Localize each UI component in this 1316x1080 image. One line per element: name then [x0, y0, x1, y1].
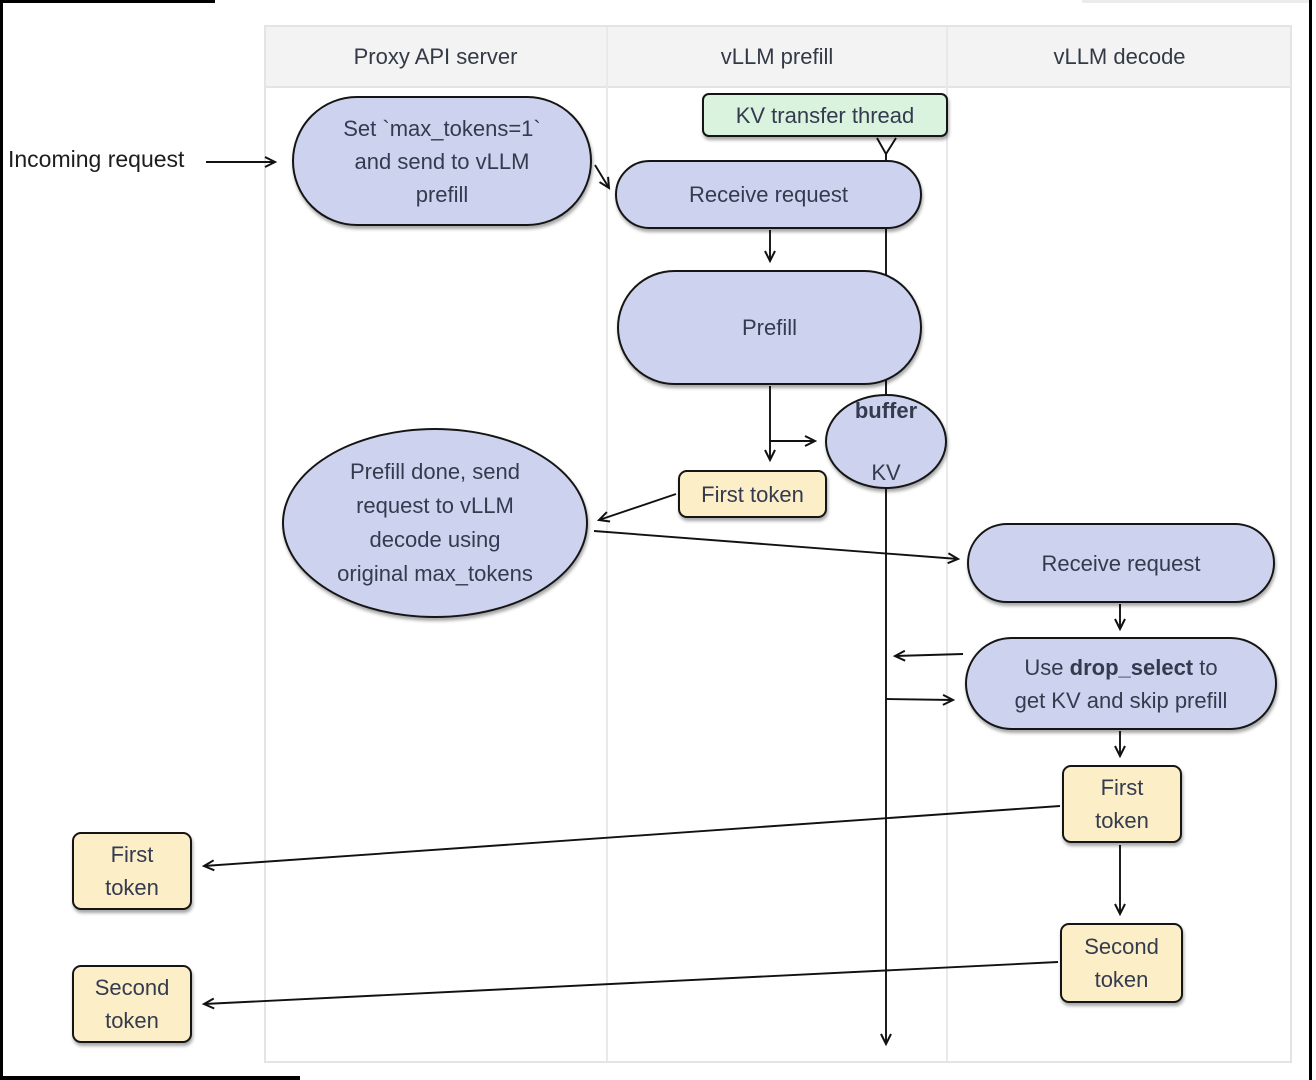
- buffer-kv-label: KV: [871, 460, 901, 485]
- node-drop-select: Use drop_select to get KV and skip prefi…: [965, 637, 1277, 730]
- node-second-token-decode: Second token: [1060, 923, 1183, 1003]
- column-header-proxy: Proxy API server: [353, 43, 518, 69]
- column-header-band: [264, 25, 1292, 88]
- arrow-first-token-to-proxy: [201, 805, 1061, 872]
- note-kv-transfer-thread: KV transfer thread: [702, 93, 948, 137]
- arrow-proxy-to-receive: [594, 164, 611, 190]
- column-header-decode: vLLM decode: [1053, 43, 1186, 69]
- frame-top-right-faint: [1082, 0, 1309, 3]
- node-set-max-tokens: Set `max_tokens=1` and send to vLLM pref…: [292, 96, 592, 226]
- frame-right: [1309, 0, 1312, 1080]
- drop-select-bold: drop_select: [1069, 654, 1194, 680]
- kv-note-tail: [876, 137, 897, 156]
- node-first-token-prefill: First token: [678, 470, 827, 518]
- arrow-second-token-to-proxy: [201, 961, 1059, 1010]
- column-divider-2: [946, 27, 948, 1061]
- frame-left: [0, 0, 3, 1080]
- buffer-kv-bold-label: buffer: [854, 398, 918, 423]
- node-receive-request-decode: Receive request: [967, 523, 1275, 603]
- drop-select-pre: Use: [1024, 654, 1070, 680]
- drop-select-post: to get KV and skip prefill: [1014, 654, 1228, 713]
- node-receive-request-prefill: Receive request: [615, 160, 922, 229]
- frame-top: [0, 0, 215, 3]
- node-second-token-left: Second token: [72, 965, 192, 1043]
- arrow-lifeline-to-drop-select: [885, 693, 956, 706]
- frame-bottom: [0, 1076, 300, 1080]
- node-prefill-done: Prefill done, send request to vLLM decod…: [282, 428, 588, 618]
- column-divider-1: [606, 27, 608, 1061]
- column-header-prefill: vLLM prefill: [720, 43, 834, 69]
- node-first-token-decode: First token: [1062, 765, 1182, 843]
- node-first-token-left: First token: [72, 832, 192, 910]
- node-buffer-kv: buffer KV: [825, 394, 947, 489]
- incoming-request-label: Incoming request: [8, 146, 185, 172]
- arrow-prefill-done-to-receive-decode: [593, 530, 961, 565]
- arrow-first-token-to-prefill-done: [596, 493, 677, 523]
- node-prefill: Prefill: [617, 270, 922, 385]
- arrow-drop-select-to-lifeline: [892, 649, 964, 662]
